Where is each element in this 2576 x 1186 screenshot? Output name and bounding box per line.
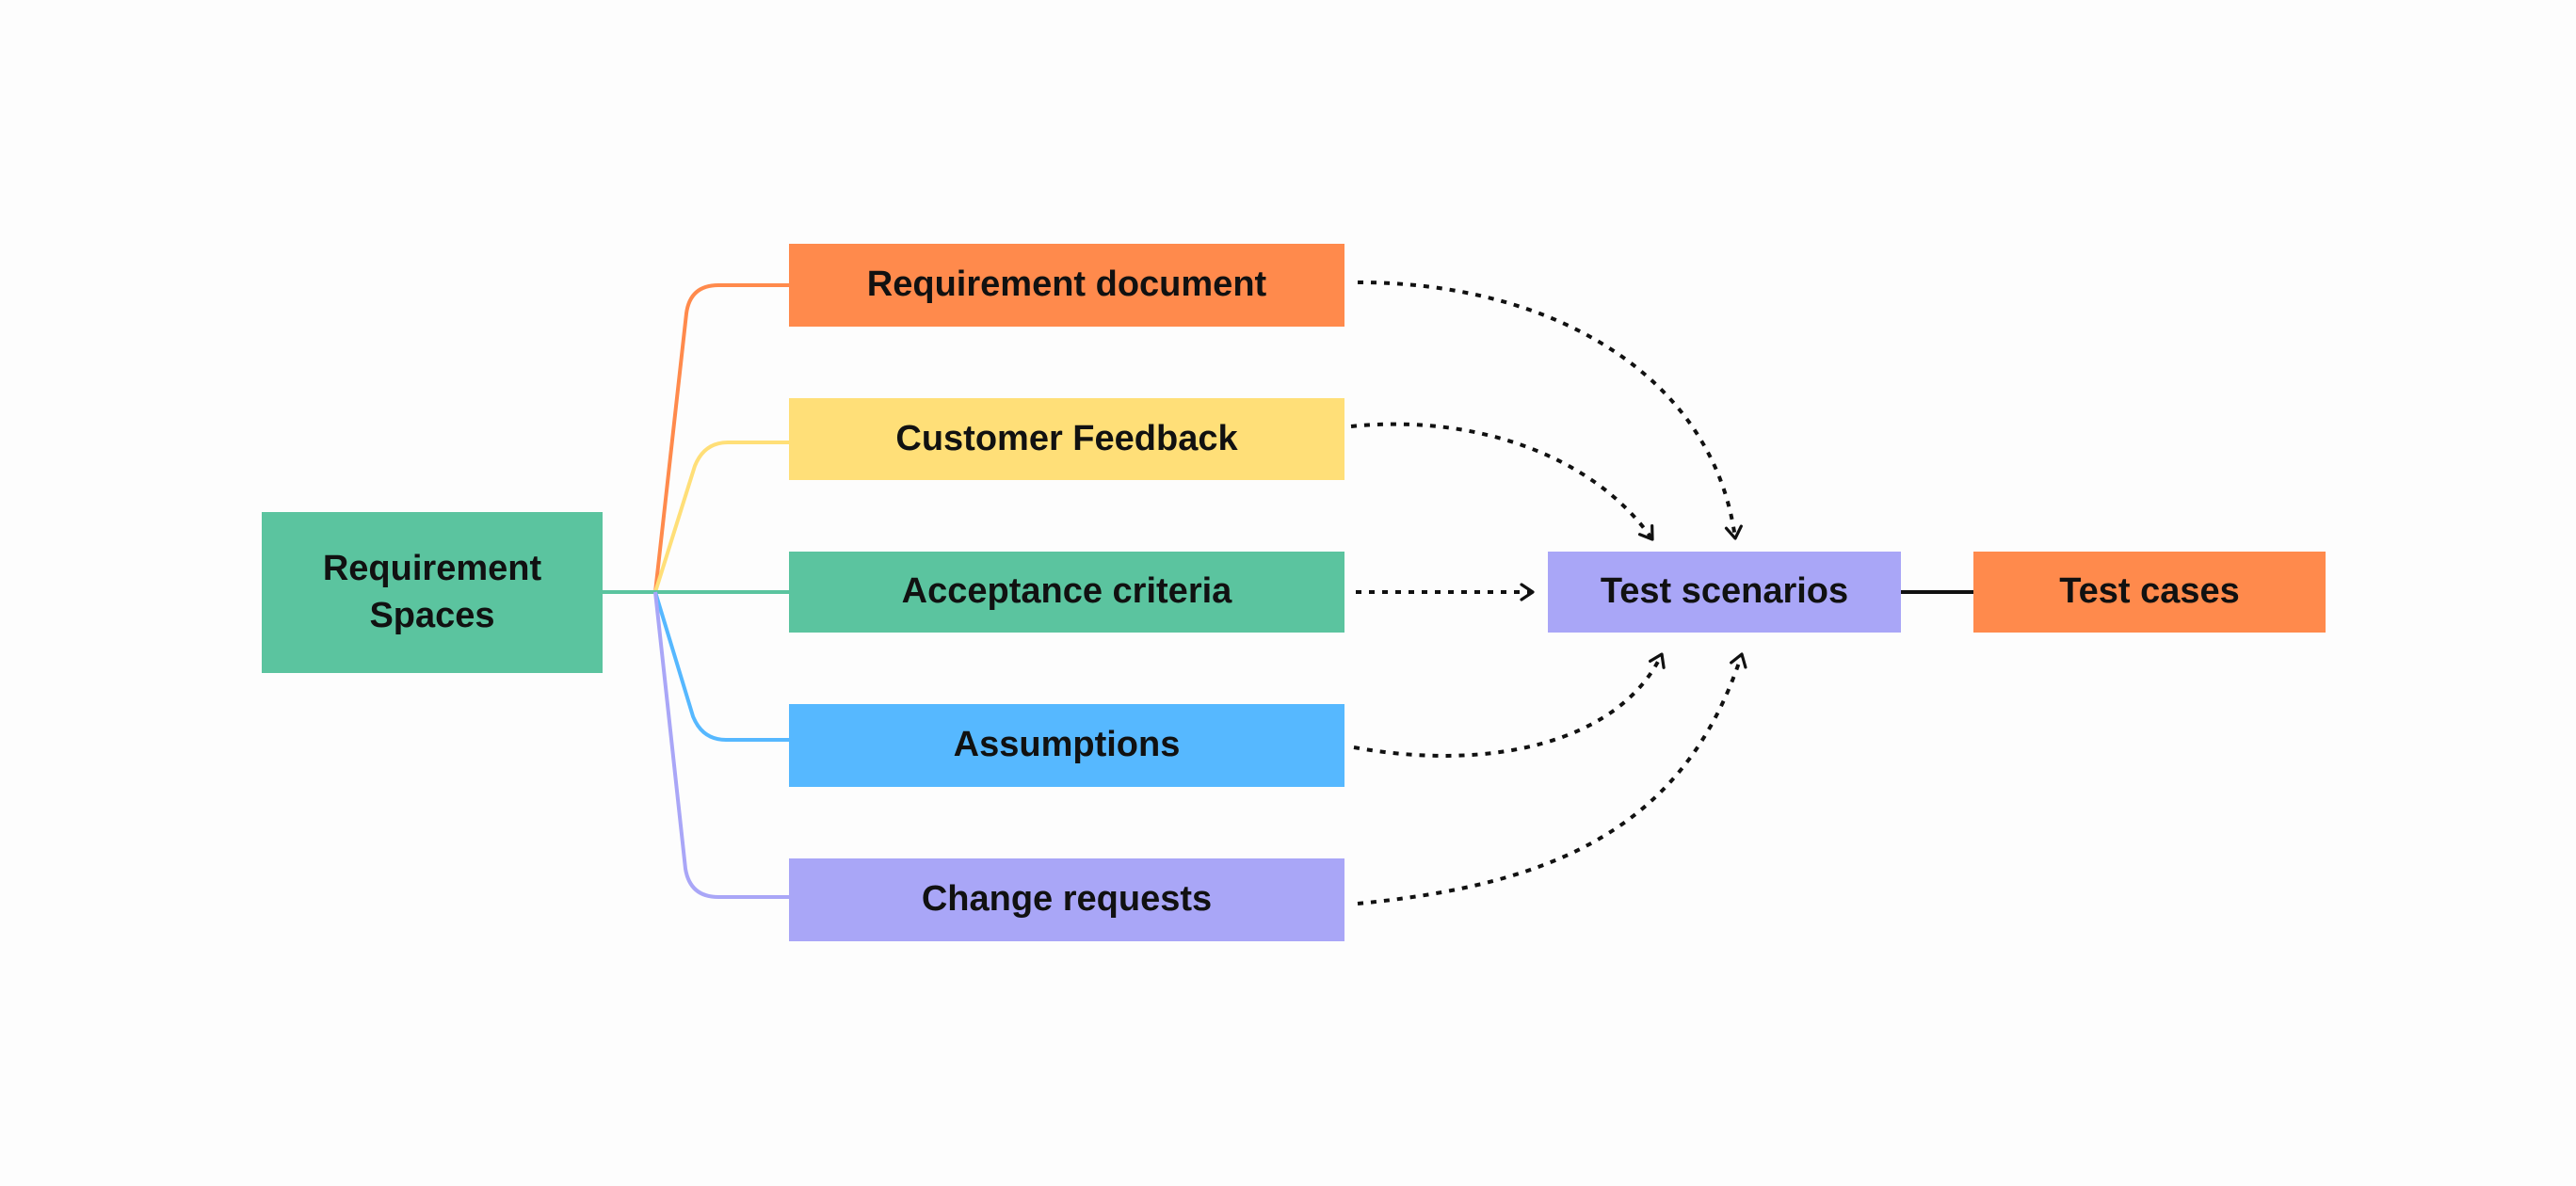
- branch-change-requests: [653, 591, 789, 899]
- branch-customer-feedback: [653, 441, 789, 593]
- node-test-cases: Test cases: [1973, 552, 2326, 633]
- node-change-requests-label: Change requests: [921, 879, 1213, 920]
- node-acceptance-criteria-label: Acceptance criteria: [901, 571, 1232, 612]
- node-test-scenarios: Test scenarios: [1548, 552, 1901, 633]
- node-requirement-document-label: Requirement document: [866, 264, 1267, 305]
- node-assumptions-label: Assumptions: [953, 725, 1181, 765]
- arrow-requirement-document: [1357, 280, 1743, 540]
- branch-requirement-document: [603, 283, 789, 594]
- node-requirement-spaces-label: Requirement Spaces: [322, 549, 542, 635]
- node-assumptions: Assumptions: [789, 704, 1344, 787]
- node-test-scenarios-label: Test scenarios: [1600, 571, 1849, 612]
- arrow-customer-feedback: [1350, 422, 1654, 541]
- node-acceptance-criteria: Acceptance criteria: [789, 552, 1344, 633]
- node-customer-feedback: Customer Feedback: [789, 398, 1344, 480]
- branch-assumptions: [653, 591, 789, 742]
- node-change-requests: Change requests: [789, 858, 1344, 941]
- node-requirement-spaces: Requirement Spaces: [262, 512, 603, 673]
- arrow-change-requests: [1357, 652, 1747, 906]
- node-customer-feedback-label: Customer Feedback: [895, 418, 1238, 458]
- arrow-assumptions: [1353, 652, 1666, 758]
- node-requirement-document: Requirement document: [789, 244, 1344, 327]
- node-test-cases-label: Test cases: [2059, 571, 2240, 612]
